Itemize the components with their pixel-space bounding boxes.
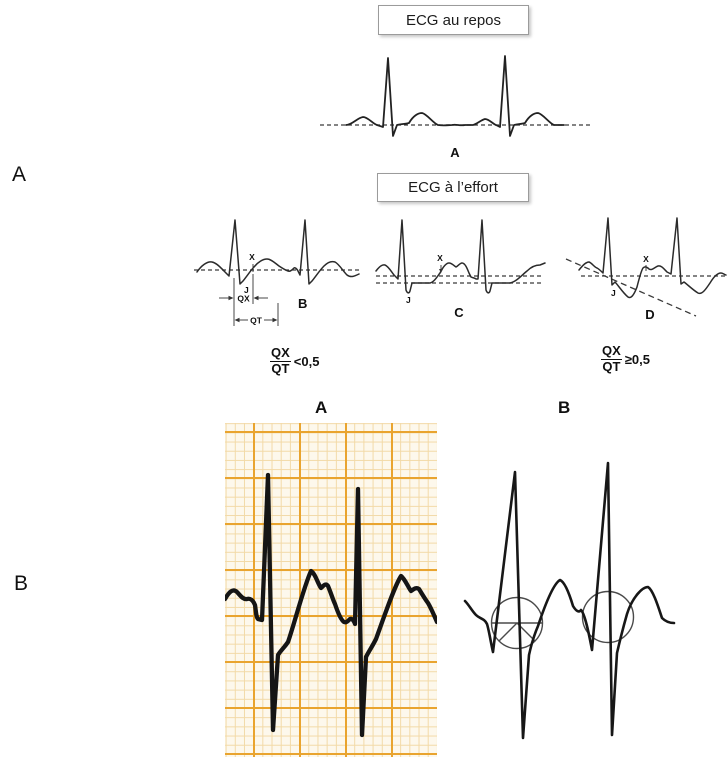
qt-interval-label: QT: [250, 316, 263, 326]
effort-ecg-header-box: ECG à l’effort: [377, 173, 529, 202]
x-marker-label: X: [437, 253, 443, 263]
formula-qxqt-normal: QX QT <0,5: [270, 345, 320, 377]
circled-qrs-panel: [463, 461, 676, 740]
x-marker-label: X: [643, 254, 649, 264]
ecg-waveform: [578, 217, 727, 299]
formula-qxqt-ischemic: QX QT ≥0,5: [601, 343, 651, 375]
fraction-numerator: QX: [601, 343, 622, 360]
qrs-circle-left-radius-line-left: [498, 622, 518, 642]
rest-trace-label: A: [450, 145, 460, 160]
ecg-waveform: [196, 219, 360, 285]
trace-b-label: B: [298, 296, 307, 311]
margin-label-section-a: A: [12, 163, 27, 186]
trace-d-label: D: [645, 307, 654, 322]
qrs-circle-right: [581, 590, 635, 644]
fraction: QX QT: [601, 343, 622, 375]
effort-trace-c: X J C: [375, 219, 546, 320]
j-point-label: J: [611, 288, 616, 298]
graph-paper-trace: [225, 472, 437, 738]
rest-ecg-header-box: ECG au repos: [378, 5, 529, 35]
j-point-label: J: [244, 285, 249, 295]
ecg-waveform: [463, 461, 676, 740]
resting-ecg-trace: A: [320, 55, 592, 160]
qx-interval-label: QX: [237, 294, 250, 304]
trace-c-label: C: [454, 305, 464, 320]
ecg-graph-paper-panel: [225, 423, 437, 757]
qt-arrowhead-right: [272, 317, 278, 323]
qt-arrowhead-left: [234, 317, 240, 323]
qx-arrowhead-left: [228, 295, 234, 301]
ecg-waveform: [345, 55, 565, 137]
formula-relation: <0,5: [293, 353, 320, 369]
fraction-denominator: QT: [602, 358, 621, 374]
ecg-waveform: [225, 472, 437, 738]
formula-relation: ≥0,5: [624, 351, 651, 367]
effort-trace-d: X J D: [565, 217, 727, 322]
fraction: QX QT: [270, 345, 291, 377]
fraction-denominator: QT: [271, 360, 290, 376]
bottom-panel-a-label: A: [315, 398, 328, 417]
j-point-label: J: [406, 295, 411, 305]
rest-ecg-header-label: ECG au repos: [405, 11, 502, 29]
downslope-dashed: [565, 258, 697, 317]
ecg-waveform: [375, 219, 546, 294]
effort-ecg-header-label: ECG à l’effort: [408, 179, 498, 196]
qx-arrowhead-right: [253, 295, 259, 301]
bottom-panel-b-label: B: [558, 398, 571, 417]
x-marker-label: X: [249, 252, 255, 262]
fraction-numerator: QX: [270, 345, 291, 362]
effort-trace-b: X J QX QT B: [194, 219, 360, 326]
margin-label-section-b: B: [14, 572, 29, 595]
x-down-arrowhead: [439, 269, 443, 273]
